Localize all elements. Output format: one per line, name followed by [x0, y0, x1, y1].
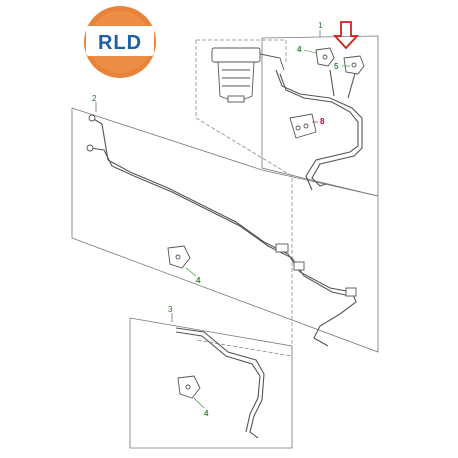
group2-frame [71, 107, 379, 353]
callout-group1: 1 [318, 21, 323, 30]
clip-part-4-bottom [177, 375, 201, 399]
group3-frame [129, 317, 293, 449]
filter-reference-frame [195, 39, 293, 357]
callout-clip5: 5 [334, 62, 339, 71]
bracket-part-8 [289, 113, 317, 139]
clip-part-4-middle [167, 245, 191, 269]
callout-group2: 2 [92, 94, 97, 103]
group1-pipes [275, 69, 363, 191]
group2-pipes [89, 117, 357, 347]
group3-pipes [175, 327, 265, 439]
clip-part-5 [343, 55, 365, 75]
logo-plate [86, 26, 154, 56]
callout-clip4-b: 4 [196, 276, 201, 285]
callout-clip4-a: 4 [297, 45, 302, 54]
group2-fittings [86, 114, 357, 297]
rld-logo: RLD [84, 6, 156, 78]
down-arrow-icon [332, 21, 360, 50]
callout-clip4-c: 4 [204, 409, 209, 418]
callout-part8: 8 [320, 117, 325, 126]
clip-part-4-top [315, 47, 335, 67]
fuel-filter [211, 47, 285, 103]
logo-text: RLD [98, 32, 142, 54]
callout-group3: 3 [168, 305, 173, 314]
